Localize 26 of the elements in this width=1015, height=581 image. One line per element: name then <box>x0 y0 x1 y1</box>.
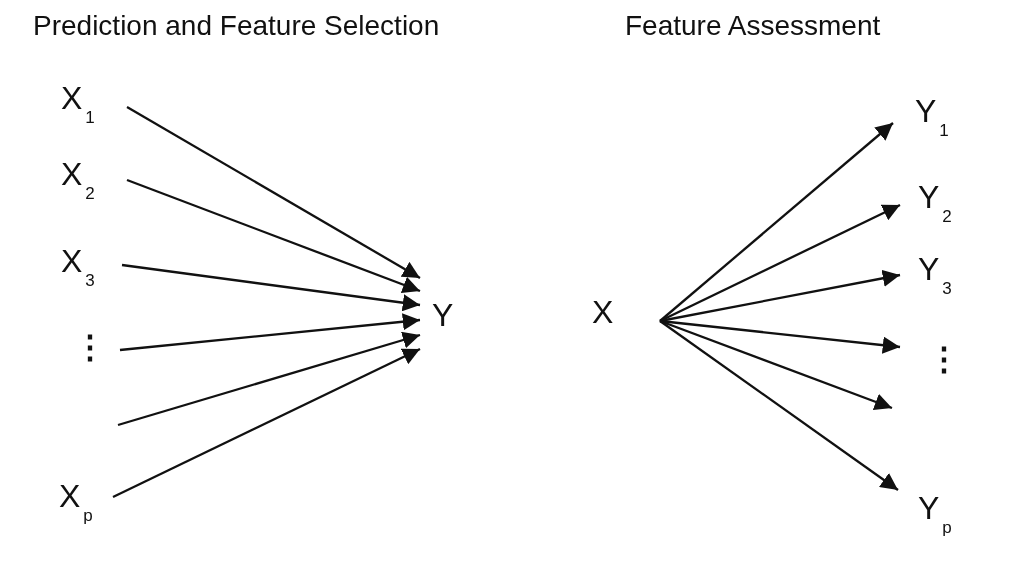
heading: Feature Assessment <box>625 12 881 40</box>
variable-label: Y$_{2}$ <box>918 181 952 225</box>
arrow <box>121 263 421 312</box>
variable-label: Y <box>432 299 454 331</box>
arrow <box>659 320 899 491</box>
ellipsis-symbol: ⋮ <box>74 331 106 363</box>
heading: Prediction and Feature Selection <box>33 12 440 40</box>
arrow <box>117 331 421 427</box>
arrow <box>659 203 901 323</box>
arrow <box>112 347 421 499</box>
variable-label: Y$_{p}$ <box>918 492 952 536</box>
variable-label: X <box>592 296 614 328</box>
arrow <box>659 122 894 322</box>
variable-label: Y$_{1}$ <box>915 95 949 139</box>
variable-label: X$_{p}$ <box>59 480 93 524</box>
variable-label: X$_{2}$ <box>61 158 95 202</box>
variable-label: X$_{3}$ <box>61 245 95 289</box>
arrow <box>659 269 901 323</box>
arrow <box>126 106 421 279</box>
variable-label: Y$_{3}$ <box>918 253 952 297</box>
arrow <box>659 319 893 410</box>
variable-label: X$_{1}$ <box>61 82 95 126</box>
arrow <box>119 313 421 352</box>
ellipsis-symbol: ⋮ <box>928 343 960 375</box>
arrow <box>659 319 901 354</box>
arrow <box>126 178 421 293</box>
